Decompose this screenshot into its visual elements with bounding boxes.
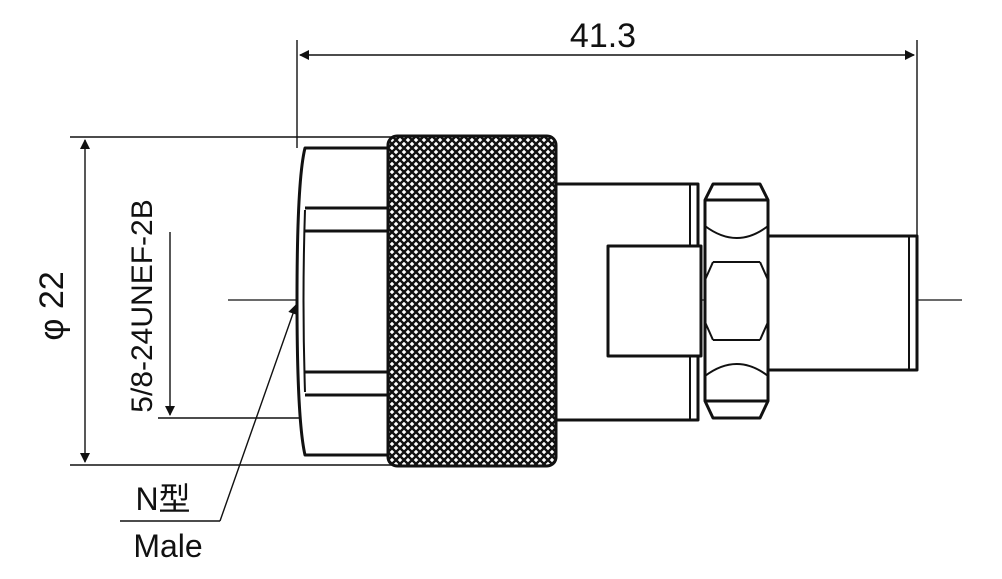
length-value: 41.3 (570, 17, 636, 55)
rear-hex-nut (703, 182, 770, 420)
gender-label: Male (133, 528, 202, 564)
type-callout: N型 Male (120, 304, 298, 564)
type-label: N型 (135, 481, 190, 517)
rear-ferrule (766, 234, 919, 372)
callout-leader-line (219, 304, 298, 522)
length-dimension: 41.3 (296, 17, 918, 236)
front-hex-nut (295, 146, 394, 457)
inner-sleeve (606, 244, 703, 358)
knurled-coupling-nut (386, 134, 558, 468)
diameter-dimension: φ 22 (33, 136, 395, 466)
connector-body (295, 134, 919, 468)
diameter-value: φ 22 (33, 271, 71, 340)
thread-spec-label: 5/8-24UNEF-2B (126, 199, 159, 412)
middle-body (554, 182, 703, 422)
